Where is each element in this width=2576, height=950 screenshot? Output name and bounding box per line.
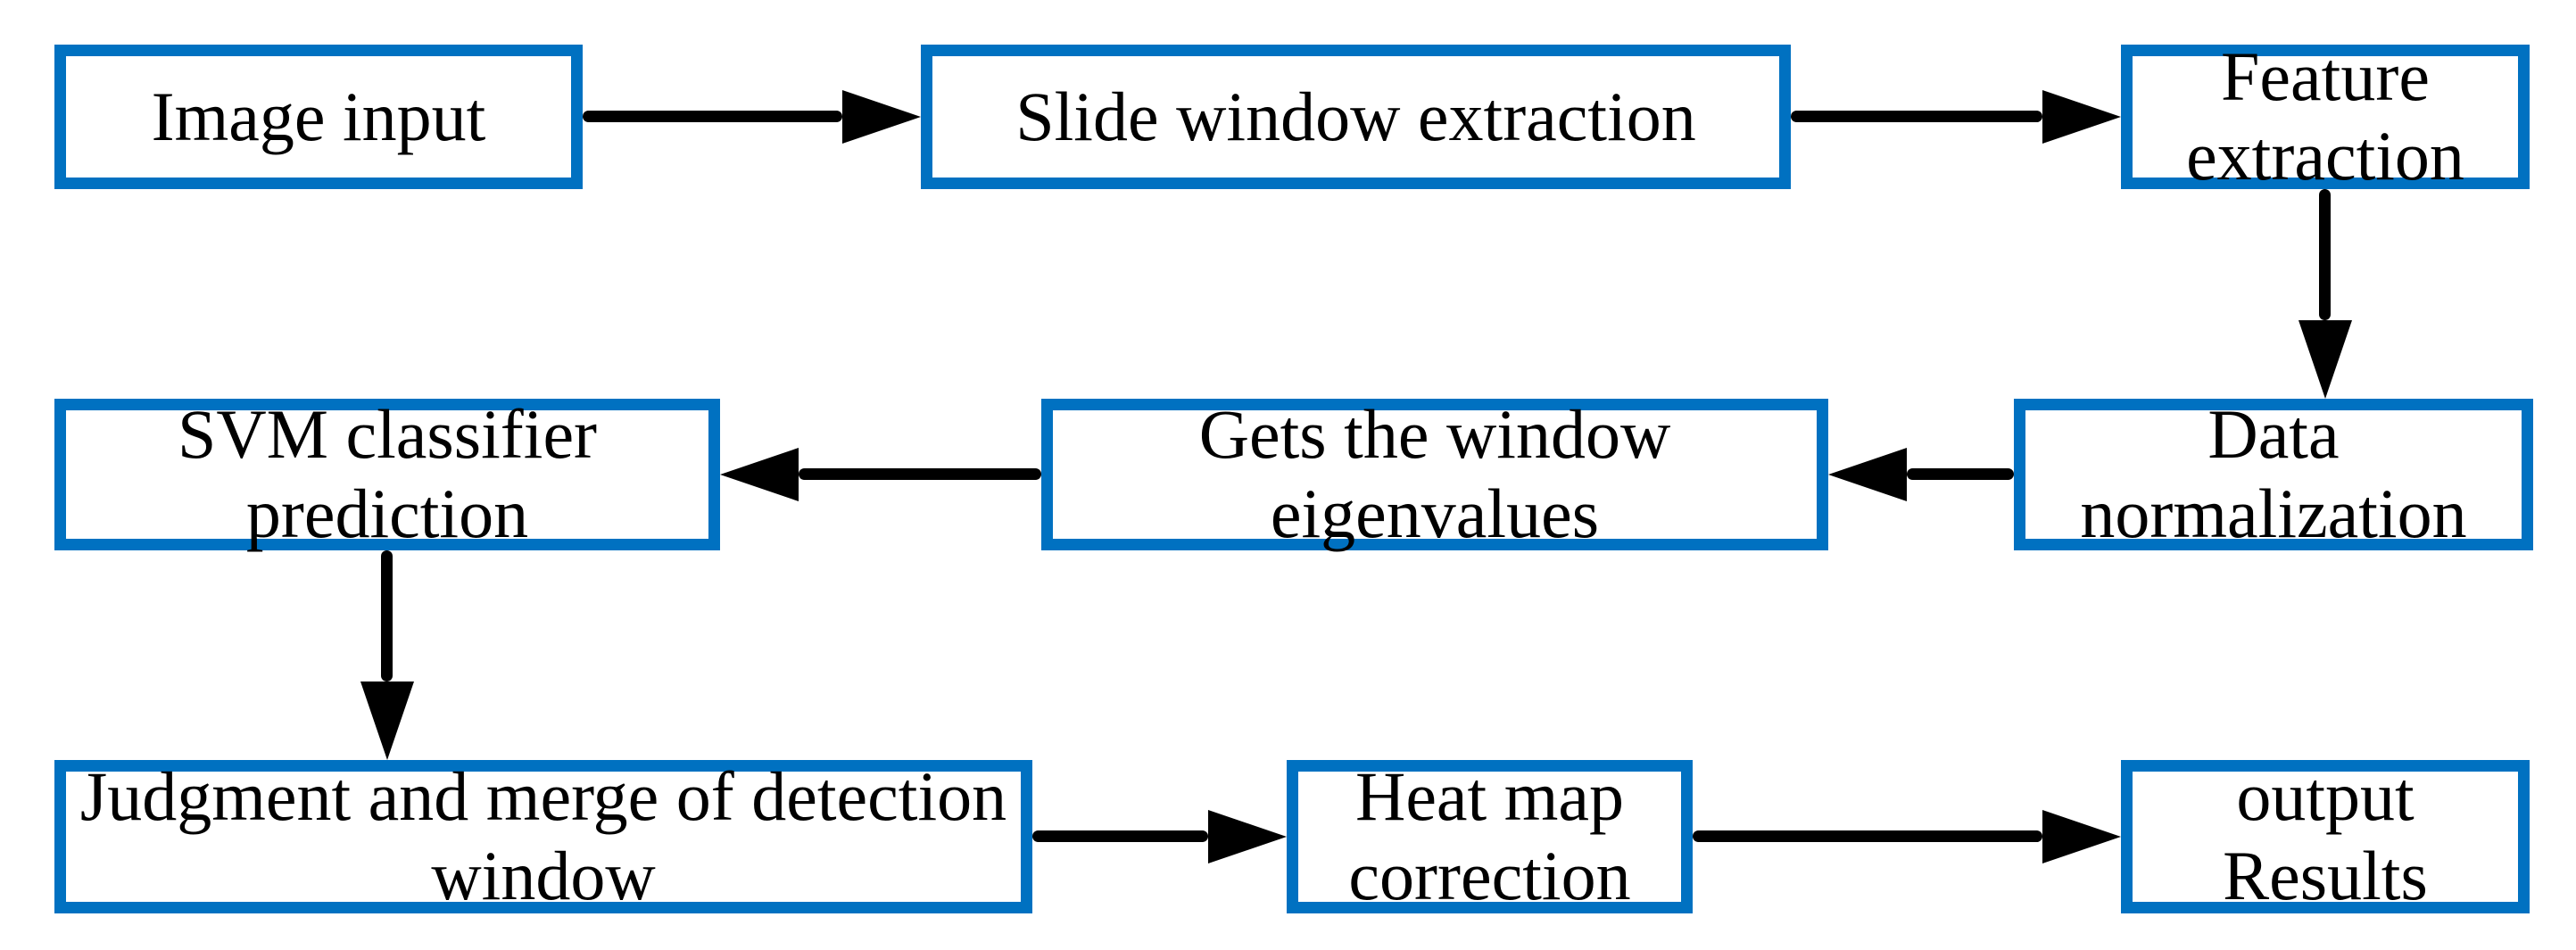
arrow-heat-map-to-output-results-head (2042, 810, 2121, 863)
node-slide-window-extraction: Slide window extraction (921, 45, 1791, 189)
node-feature-extraction: Feature extraction (2121, 37, 2530, 194)
arrow-image-input-to-slide-window-shaft (583, 111, 842, 122)
node-heat-map-correction: Heat map correction (1287, 757, 1693, 914)
node-judgment-and-merge-of-detection-window: Judgment and merge of detection window (54, 757, 1032, 914)
node-svm-classifier-prediction: SVM classifier prediction (54, 395, 720, 552)
node-label-data-normalization: Data normalization (2080, 395, 2467, 552)
arrow-feature-extraction-to-data-normalization-head (2299, 320, 2352, 399)
node-label-judgment-and-merge-of-detection-window: Judgment and merge of detection window (79, 757, 1007, 914)
node-label-output-results: output Results (2223, 757, 2428, 914)
arrow-data-normalization-to-eigenvalues-shaft (1907, 468, 2014, 480)
node-gets-the-window-eigenvalues: Gets the window eigenvalues (1041, 395, 1828, 552)
node-label-gets-the-window-eigenvalues: Gets the window eigenvalues (1198, 395, 1671, 552)
arrow-image-input-to-slide-window-head (842, 90, 921, 144)
node-label-image-input: Image input (151, 77, 486, 155)
arrow-svm-classifier-to-judgment-merge-head (360, 682, 414, 760)
arrow-slide-window-to-feature-extraction-head (2042, 90, 2121, 144)
arrow-eigenvalues-to-svm-classifier-shaft (799, 468, 1041, 480)
arrow-data-normalization-to-eigenvalues-head (1828, 448, 1907, 501)
node-image-input: Image input (54, 45, 583, 189)
node-data-normalization: Data normalization (2014, 395, 2533, 552)
arrow-feature-extraction-to-data-normalization-shaft (2319, 189, 2331, 320)
arrow-judgment-merge-to-heat-map-shaft (1032, 830, 1208, 842)
node-label-svm-classifier-prediction: SVM classifier prediction (177, 395, 598, 552)
arrow-eigenvalues-to-svm-classifier-head (720, 448, 799, 501)
arrow-judgment-merge-to-heat-map-head (1208, 810, 1287, 863)
arrow-slide-window-to-feature-extraction-shaft (1791, 111, 2042, 122)
node-label-heat-map-correction: Heat map correction (1348, 757, 1631, 914)
node-label-slide-window-extraction: Slide window extraction (1015, 77, 1696, 155)
node-output-results: output Results (2121, 757, 2530, 914)
arrow-svm-classifier-to-judgment-merge-shaft (381, 550, 393, 682)
node-label-feature-extraction: Feature extraction (2186, 37, 2464, 194)
arrow-heat-map-to-output-results-shaft (1693, 830, 2042, 842)
